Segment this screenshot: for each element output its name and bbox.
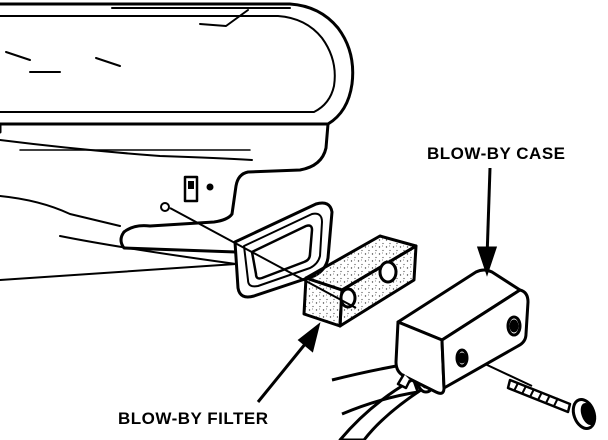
blow-by-filter-label: BLOW-BY FILTER: [118, 409, 269, 428]
blow-by-filter: [302, 234, 418, 328]
air-cleaner-housing: [0, 2, 355, 281]
blow-by-case: [394, 268, 530, 395]
filter-callout-arrow: [256, 322, 321, 403]
blow-by-case-label: BLOW-BY CASE: [427, 144, 566, 163]
gasket: [233, 201, 334, 299]
screw: [506, 378, 597, 431]
case-callout-arrow: [476, 167, 498, 277]
